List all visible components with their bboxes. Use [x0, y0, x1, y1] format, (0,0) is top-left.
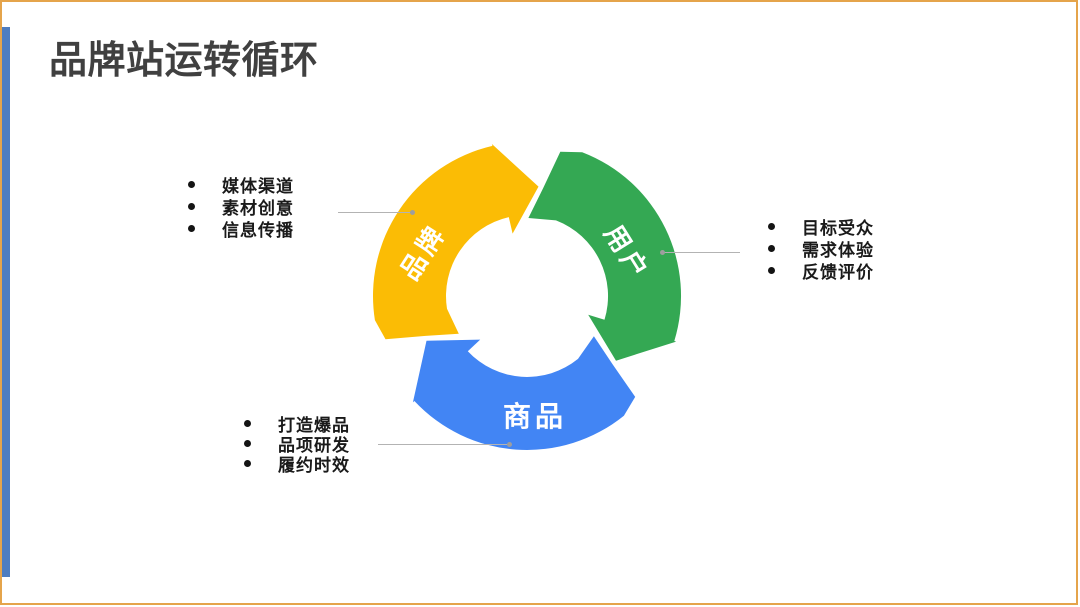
- bullet-item: 品项研发: [244, 433, 350, 455]
- bullet-item: 履约时效: [244, 453, 350, 475]
- bullet-text: 反馈评价: [802, 262, 874, 282]
- bullet-item: 打造爆品: [244, 413, 350, 435]
- bullet-item: 目标受众: [768, 215, 874, 238]
- leader-line-user: [660, 250, 740, 255]
- bullet-item: 信息传播: [188, 217, 294, 240]
- bullet-text: 打造爆品: [278, 415, 350, 435]
- bullet-dot: [768, 222, 775, 230]
- cycle-arrow-product: [412, 336, 636, 450]
- arc-label-product: 商品: [502, 401, 568, 432]
- bullet-dot: [244, 459, 251, 467]
- bullet-item: 反馈评价: [768, 259, 874, 282]
- bullet-dot: [188, 224, 195, 232]
- slide-border-top: [0, 0, 1078, 2]
- bullet-item: 媒体渠道: [188, 173, 294, 196]
- bullet-item: 需求体验: [768, 237, 874, 260]
- bullet-text: 履约时效: [278, 455, 350, 475]
- accent-bar: [2, 27, 10, 577]
- bullet-dot: [188, 180, 195, 188]
- bullet-dot: [188, 202, 195, 210]
- leader-endpoint-dot: [507, 442, 512, 447]
- bullet-text: 素材创意: [222, 198, 294, 218]
- leader-line-brand: [338, 210, 415, 215]
- leader-endpoint-dot: [660, 250, 665, 255]
- bullet-text: 品项研发: [278, 435, 350, 455]
- bullet-dot: [768, 266, 775, 274]
- bullet-text: 媒体渠道: [222, 176, 294, 196]
- bullet-text: 信息传播: [222, 220, 294, 240]
- bullet-dot: [768, 244, 775, 252]
- cycle-arrow-brand: [372, 144, 539, 340]
- bullet-item: 素材创意: [188, 195, 294, 218]
- slide-border-bottom: [0, 603, 1078, 605]
- bullet-list-brand: 媒体渠道素材创意信息传播: [188, 173, 294, 240]
- slide-title: 品牌站运转循环: [49, 40, 319, 82]
- leader-endpoint-dot: [410, 210, 415, 215]
- slide-border-left: [0, 0, 2, 605]
- bullet-text: 需求体验: [802, 240, 874, 260]
- cycle-arrow-user: [528, 151, 682, 361]
- slide-border-right: [1076, 0, 1078, 605]
- bullet-dot: [244, 439, 251, 447]
- bullet-text: 目标受众: [802, 218, 874, 238]
- bullet-list-product: 打造爆品品项研发履约时效: [244, 413, 350, 475]
- bullet-list-user: 目标受众需求体验反馈评价: [768, 215, 874, 282]
- leader-line-product: [378, 442, 512, 447]
- bullet-dot: [244, 419, 251, 427]
